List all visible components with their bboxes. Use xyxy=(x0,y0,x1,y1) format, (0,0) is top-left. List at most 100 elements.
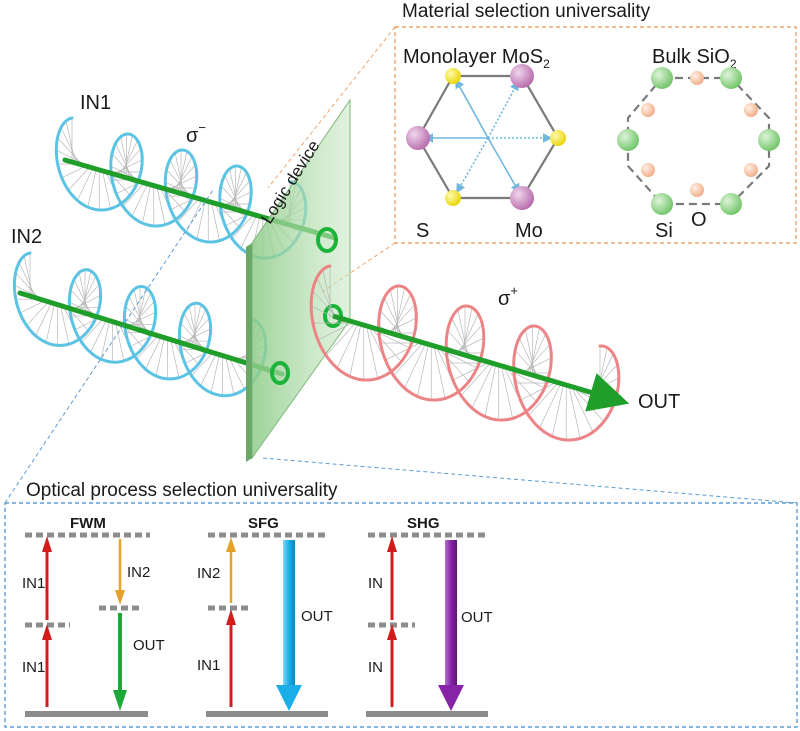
vector-arrow-dotted xyxy=(456,137,489,194)
field-vector xyxy=(224,354,235,395)
field-vector xyxy=(349,326,361,377)
atom-mo xyxy=(406,126,430,150)
field-vector xyxy=(200,351,218,387)
field-vector xyxy=(387,304,416,336)
spot-in1 xyxy=(316,227,338,253)
atom-si xyxy=(758,129,780,151)
field-vector xyxy=(231,213,255,239)
field-vector xyxy=(111,153,135,179)
field-vector xyxy=(189,309,207,344)
atom-s xyxy=(550,130,566,146)
arrowhead xyxy=(387,624,397,640)
optical-panel: Optical process selection universality F… xyxy=(4,189,798,728)
field-vector xyxy=(528,327,540,378)
helix-curve xyxy=(54,116,308,260)
field-vector xyxy=(522,344,551,376)
plate-edge xyxy=(246,243,252,462)
field-vector xyxy=(377,331,410,349)
field-vector xyxy=(220,185,244,211)
field-vector xyxy=(240,214,258,249)
field-vector xyxy=(210,352,221,393)
field-vector xyxy=(191,350,215,377)
arrowhead xyxy=(387,536,397,552)
shg-in-bottom: IN xyxy=(368,659,383,676)
field-vector xyxy=(451,317,473,361)
atom-mo-label: Mo xyxy=(515,220,543,242)
atom-si xyxy=(651,193,673,215)
atom-mo xyxy=(510,64,534,88)
field-vector xyxy=(59,304,70,345)
field-vector xyxy=(145,335,163,370)
sfg-in2: IN2 xyxy=(197,565,220,582)
fwm-in1-bottom: IN1 xyxy=(22,659,45,676)
field-vector xyxy=(460,364,489,396)
field-vector xyxy=(133,289,144,330)
field-vector xyxy=(229,168,239,209)
field-vector xyxy=(175,156,193,191)
field-vector xyxy=(417,346,429,397)
field-vector xyxy=(552,386,564,437)
field-vector xyxy=(131,301,155,327)
atom-si xyxy=(720,67,742,89)
fwm-title: FWM xyxy=(70,515,106,532)
mos2-label: Monolayer MoS2 xyxy=(403,46,550,71)
optical-leader-right xyxy=(261,457,798,504)
vector-arrow xyxy=(455,78,489,139)
field-vector xyxy=(155,335,166,377)
out-helix xyxy=(309,264,621,442)
field-vector xyxy=(77,166,95,201)
logic-device-plate: Logic device xyxy=(246,98,351,462)
field-vector xyxy=(156,184,166,225)
optical-title: Optical process selection universality xyxy=(26,480,338,501)
fwm-in1-top: IN1 xyxy=(22,575,45,592)
field-vector xyxy=(404,345,425,389)
field-vector xyxy=(120,140,138,175)
atom-o xyxy=(641,103,655,117)
field-vector xyxy=(87,167,97,208)
atom-s xyxy=(445,190,461,206)
field-vector xyxy=(484,366,496,417)
field-vector xyxy=(136,334,160,360)
atom-o xyxy=(744,163,758,177)
field-vector xyxy=(142,183,152,224)
field-vector xyxy=(501,368,513,419)
material-panel: Material selection universality Monolaye… xyxy=(267,1,797,293)
field-vector xyxy=(134,292,152,327)
field-vector xyxy=(336,325,358,369)
field-vector xyxy=(471,365,493,409)
vector-arrow-dotted xyxy=(487,80,519,139)
field-vector xyxy=(444,351,478,369)
field-vector xyxy=(78,272,89,313)
shg-in-top: IN xyxy=(368,575,383,592)
field-vector xyxy=(390,289,402,340)
field-vector xyxy=(90,318,108,353)
atom-o xyxy=(690,71,704,85)
field-vector xyxy=(520,383,553,401)
field-vector xyxy=(229,172,247,207)
sigma-plus-label: σ+ xyxy=(498,283,518,310)
field-vector xyxy=(390,293,412,337)
field-vector xyxy=(596,347,608,398)
field-vector xyxy=(325,324,354,356)
field-vector xyxy=(118,148,142,174)
field-vector xyxy=(383,297,405,341)
arrowhead xyxy=(42,624,52,640)
field-vector xyxy=(454,324,483,356)
sfg-diagram: SFG IN2 IN1 OUT xyxy=(197,515,333,717)
sfg-in1: IN1 xyxy=(197,657,220,674)
field-vector xyxy=(79,275,97,311)
atom-mo xyxy=(510,186,534,210)
atom-o xyxy=(744,103,758,117)
fwm-diagram: FWM IN1 IN1 IN2 OUT xyxy=(22,515,165,717)
fwm-in2: IN2 xyxy=(127,564,150,581)
atom-si xyxy=(651,67,673,89)
shg-diagram: SHG IN IN OUT xyxy=(366,515,493,717)
field-vector xyxy=(100,319,111,360)
field-vector xyxy=(179,335,207,349)
field-vector xyxy=(539,385,560,429)
in2-beam xyxy=(17,290,285,377)
mos2-lattice xyxy=(406,64,566,210)
shg-title: SHG xyxy=(407,515,440,532)
field-vector xyxy=(366,328,378,379)
sio2-lattice xyxy=(617,67,780,215)
